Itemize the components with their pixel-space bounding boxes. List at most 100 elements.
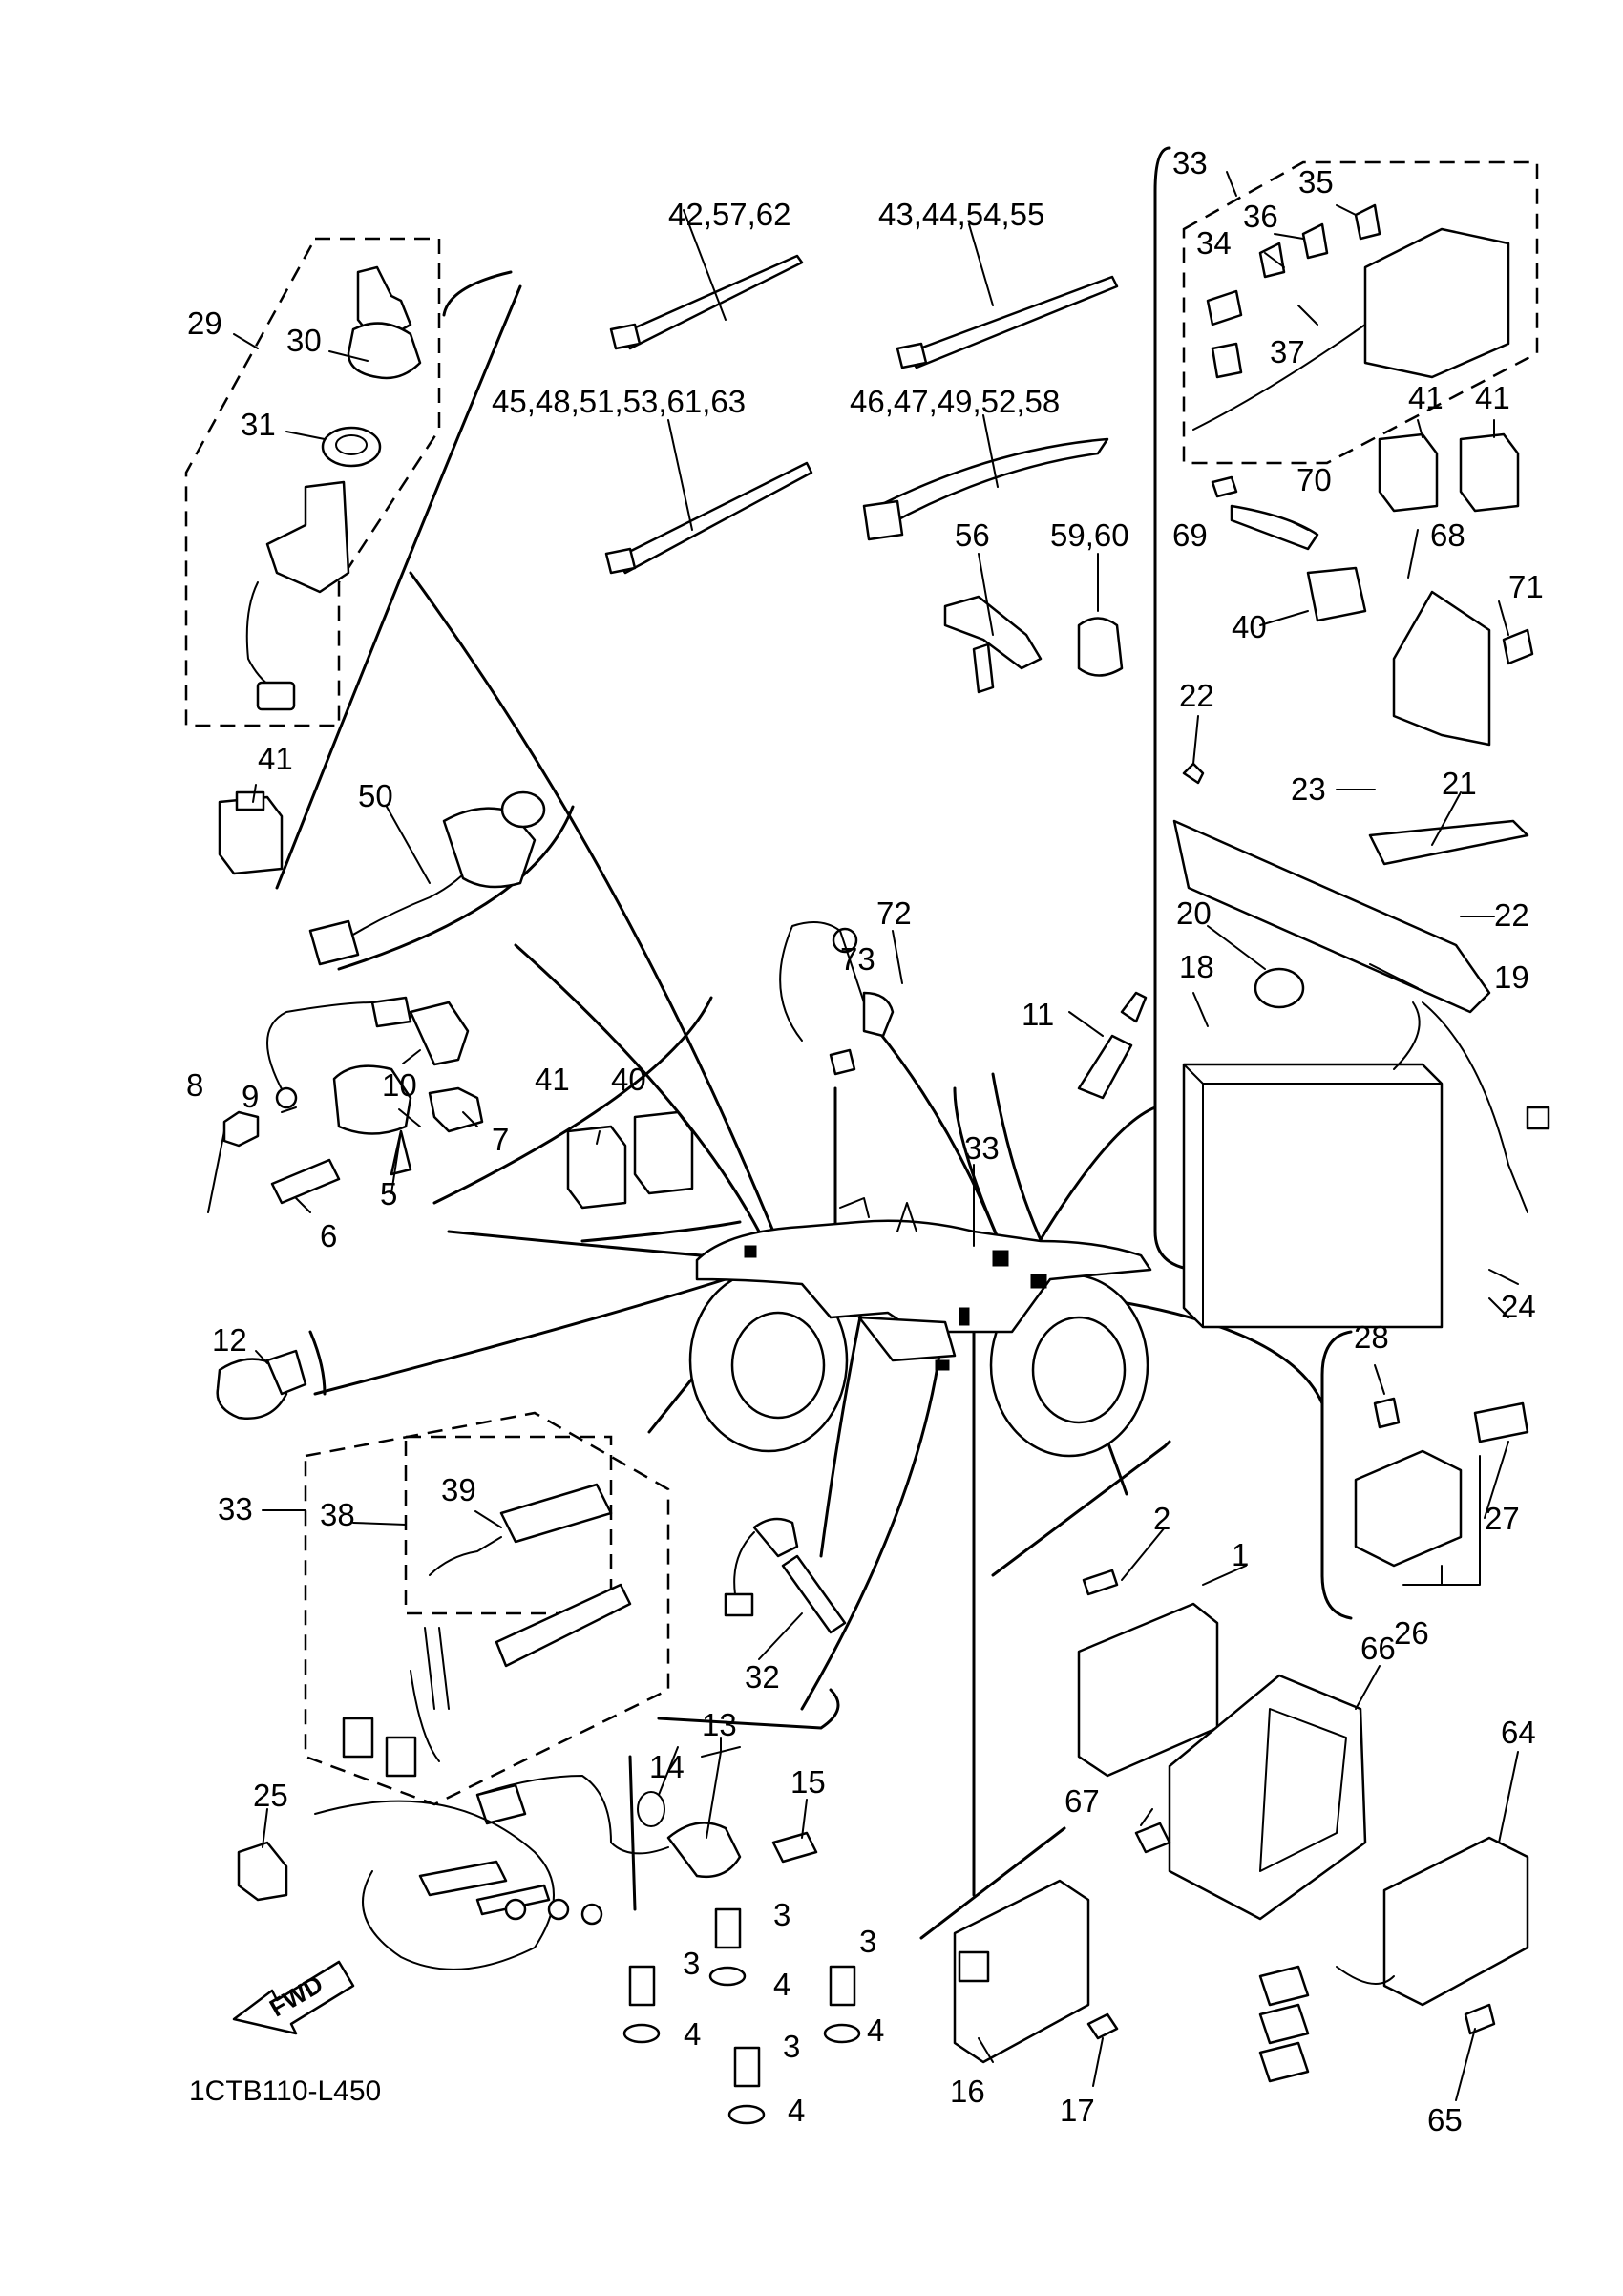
- key-fob: [347, 322, 422, 380]
- label-40-right: 40: [1232, 609, 1267, 644]
- battery-group: [1172, 762, 1550, 1329]
- ignition-coil: [222, 996, 484, 1205]
- label-10: 10: [382, 1067, 417, 1103]
- label-26: 26: [1394, 1615, 1429, 1651]
- label-3-d: 3: [783, 2029, 800, 2064]
- label-36: 36: [1243, 199, 1278, 234]
- label-15: 15: [790, 1764, 826, 1800]
- label-3-a: 3: [773, 1897, 790, 1932]
- label-21: 21: [1442, 766, 1477, 801]
- label-41-mid: 41: [535, 1062, 570, 1097]
- label-73: 73: [840, 941, 875, 977]
- callout-labels: 42,57,62 43,44,54,55 45,48,51,53,61,63 4…: [186, 145, 1544, 2138]
- label-50: 50: [358, 778, 393, 813]
- label-4-c: 4: [867, 2012, 884, 2048]
- label-25: 25: [253, 1778, 288, 1813]
- label-64: 64: [1501, 1715, 1536, 1750]
- bolts-and-washers: [622, 1907, 861, 2125]
- label-59-60: 59,60: [1050, 517, 1129, 553]
- label-7: 7: [492, 1122, 509, 1157]
- label-72: 72: [876, 895, 912, 931]
- label-43: 43,44,54,55: [878, 197, 1044, 232]
- label-71: 71: [1508, 569, 1544, 604]
- label-40-mid: 40: [611, 1062, 646, 1097]
- relay-left: [218, 790, 284, 875]
- speed-sensor: [216, 1349, 307, 1420]
- part-68-bracket: [1211, 475, 1534, 747]
- label-56: 56: [955, 517, 990, 553]
- battery-strap: [1172, 819, 1491, 1014]
- fuse-box-group: [1182, 160, 1539, 465]
- label-65: 65: [1427, 2102, 1463, 2138]
- label-38: 38: [320, 1497, 355, 1532]
- label-27: 27: [1485, 1501, 1520, 1536]
- label-13: 13: [702, 1707, 737, 1742]
- main-switch: [265, 480, 350, 594]
- main-switch-assembly: [184, 237, 441, 727]
- label-69: 69: [1172, 517, 1208, 553]
- label-24: 24: [1501, 1289, 1536, 1324]
- diagram-code: 1CTB110-L450: [189, 2075, 381, 2107]
- label-29: 29: [187, 305, 222, 341]
- label-4-d: 4: [788, 2093, 805, 2128]
- cable-ties: [604, 254, 1119, 575]
- label-2: 2: [1153, 1501, 1170, 1536]
- label-6: 6: [320, 1218, 337, 1253]
- fuse-box: [1363, 227, 1510, 379]
- label-46: 46,47,49,52,58: [850, 384, 1060, 419]
- label-19: 19: [1494, 959, 1529, 995]
- label-22-b: 22: [1494, 897, 1529, 933]
- relays-top-right: [1378, 432, 1520, 513]
- label-17: 17: [1060, 2093, 1095, 2128]
- label-68: 68: [1430, 517, 1465, 553]
- label-22-a: 22: [1179, 678, 1214, 713]
- label-67: 67: [1064, 1783, 1100, 1819]
- label-16: 16: [950, 2074, 985, 2109]
- label-28: 28: [1354, 1319, 1389, 1355]
- label-11: 11: [1022, 997, 1054, 1032]
- label-32: 32: [745, 1659, 780, 1695]
- label-31: 31: [241, 407, 276, 442]
- tail-light: [779, 921, 895, 1076]
- label-39: 39: [441, 1472, 476, 1507]
- group-boundaries: [275, 146, 1353, 1940]
- label-4-a: 4: [773, 1967, 790, 2002]
- label-8: 8: [186, 1067, 203, 1103]
- label-33-mid: 33: [964, 1130, 1000, 1166]
- thermo-switch: [1077, 991, 1148, 1100]
- label-42: 42,57,62: [668, 197, 790, 232]
- label-35: 35: [1298, 164, 1334, 200]
- label-70: 70: [1296, 462, 1332, 497]
- label-4-b: 4: [684, 2016, 701, 2052]
- label-66: 66: [1360, 1631, 1396, 1666]
- label-33-left: 33: [218, 1491, 253, 1527]
- label-18: 18: [1179, 949, 1214, 984]
- label-12: 12: [212, 1322, 247, 1358]
- label-14: 14: [649, 1749, 685, 1784]
- starter-relay: [1354, 1397, 1529, 1568]
- dc-socket: [308, 790, 546, 966]
- label-34: 34: [1196, 225, 1232, 261]
- part-66-bracket: [1134, 1674, 1367, 1921]
- label-23: 23: [1291, 771, 1326, 807]
- label-41-left: 41: [258, 741, 293, 776]
- label-1: 1: [1232, 1537, 1249, 1572]
- atv-body: [688, 1197, 1152, 1458]
- part-64-regulator: [1258, 1836, 1529, 2083]
- battery: [1182, 1063, 1444, 1329]
- lock-nut: [321, 426, 382, 468]
- label-33-top: 33: [1172, 145, 1208, 180]
- fwd-arrow-icon: [232, 1960, 355, 2035]
- label-20: 20: [1176, 895, 1212, 931]
- label-3-c: 3: [859, 1924, 876, 1959]
- label-45: 45,48,51,53,61,63: [492, 384, 746, 419]
- part-13-sensor: [475, 1775, 818, 1879]
- label-37: 37: [1270, 334, 1305, 369]
- part-16-rectifier: [953, 1879, 1119, 2064]
- clamps: [943, 595, 1124, 694]
- part-32-switch: [724, 1517, 847, 1634]
- leader-lines: [207, 171, 1519, 2101]
- wire-harness-group: [304, 1411, 670, 1806]
- label-3-b: 3: [683, 1946, 700, 1981]
